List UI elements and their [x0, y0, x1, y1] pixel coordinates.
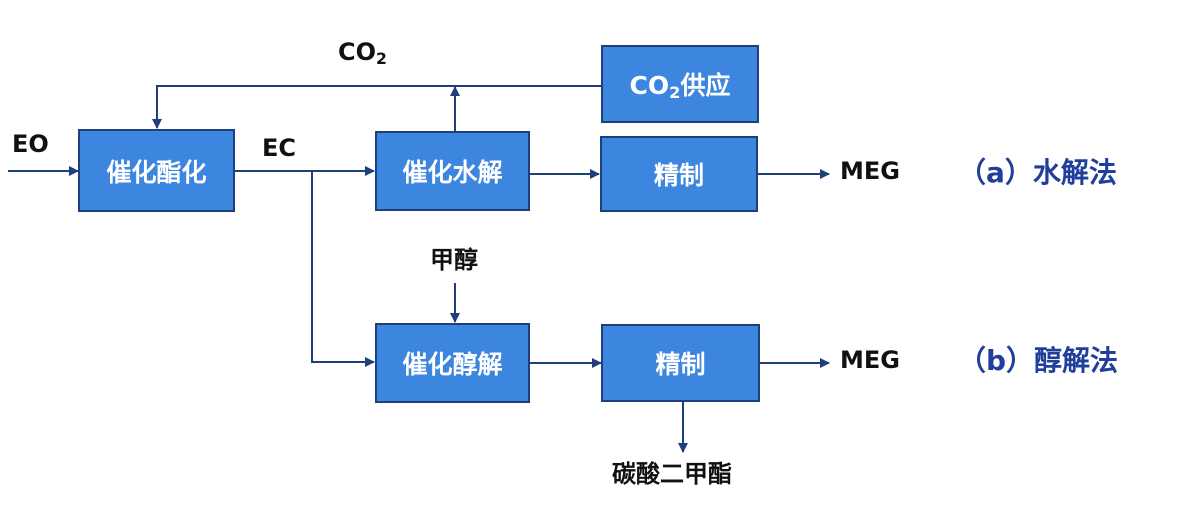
- method-label-alcoholysis: （b）醇解法: [958, 344, 1119, 377]
- arrow-ec-to-alcoholysis: [311, 171, 375, 367]
- co2-supply-sub: 2: [669, 83, 681, 103]
- label-methanol: 甲醇: [430, 246, 478, 274]
- arrow-co2-recycle: [152, 85, 601, 129]
- method-label-hydrolysis: （a）水解法: [958, 156, 1117, 189]
- box-catalytic-hydrolysis-label: 催化水解: [402, 158, 503, 187]
- label-eo: EO: [12, 130, 49, 158]
- box-refining-a-label: 精制: [653, 161, 704, 190]
- box-co2-supply-label: CO2供应: [630, 66, 731, 102]
- box-catalytic-carbonation: 催化酯化: [78, 129, 235, 212]
- co2-supply-suffix: 供应: [680, 70, 731, 100]
- box-refining-a: 精制: [600, 136, 758, 212]
- label-dmc: 碳酸二甲酯: [612, 460, 732, 488]
- box-catalytic-hydrolysis: 催化水解: [375, 131, 530, 211]
- label-co2-sub: 2: [376, 49, 387, 68]
- box-refining-b: 精制: [601, 324, 760, 402]
- box-catalytic-carbonation-label: 催化酯化: [106, 157, 207, 187]
- label-meg-b: MEG: [840, 346, 900, 374]
- label-ec: EC: [262, 134, 297, 162]
- label-co2-prefix: CO: [338, 38, 377, 66]
- box-catalytic-alcoholysis-label: 催化醇解: [402, 350, 503, 379]
- box-co2-supply: CO2供应: [601, 45, 759, 123]
- box-catalytic-alcoholysis: 催化醇解: [375, 323, 530, 403]
- co2-supply-prefix: CO: [629, 70, 670, 100]
- box-refining-b-label: 精制: [655, 350, 706, 379]
- label-meg-a: MEG: [840, 157, 900, 185]
- label-co2: CO2: [338, 40, 387, 67]
